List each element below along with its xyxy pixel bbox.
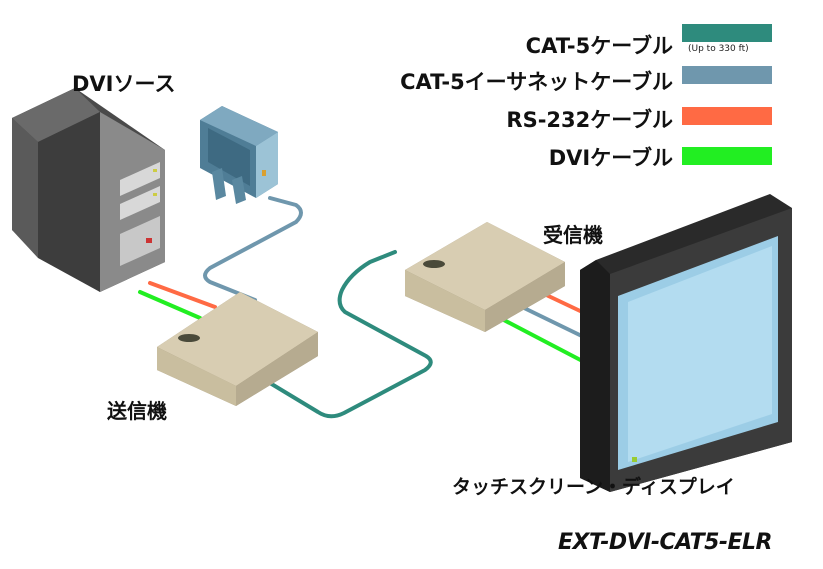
display-icon bbox=[580, 194, 792, 492]
receiver-label: 受信機 bbox=[543, 223, 603, 247]
transmitter-label: 送信機 bbox=[107, 399, 167, 423]
rs232-cable-pc bbox=[148, 281, 217, 309]
legend-swatch-dvi bbox=[682, 147, 772, 165]
cables bbox=[138, 196, 597, 419]
legend-swatch-rs232 bbox=[682, 107, 772, 125]
network-device-icon bbox=[200, 106, 278, 204]
legend-label-cat5: CAT-5ケーブル bbox=[525, 34, 673, 58]
pc-tower-icon bbox=[12, 88, 165, 292]
dvi-cable-pc bbox=[138, 290, 202, 320]
legend-label-rs232: RS-232ケーブル bbox=[506, 108, 673, 132]
cat5-cable bbox=[263, 250, 433, 419]
ethernet-cable-device bbox=[203, 196, 303, 302]
legend-note-cat5: (Up to 330 ft) bbox=[688, 44, 749, 54]
ethernet-cable-display bbox=[518, 304, 592, 342]
legend-swatch-cat5 bbox=[682, 24, 772, 42]
transmitter-box-icon bbox=[157, 292, 318, 406]
dvi-cable-display bbox=[498, 316, 592, 367]
source-label: DVIソース bbox=[72, 72, 176, 96]
receiver-box-icon bbox=[405, 222, 565, 332]
legend-swatch-ethernet bbox=[682, 66, 772, 84]
legend-label-ethernet: CAT-5イーサネットケーブル bbox=[400, 70, 673, 94]
display-label: タッチスクリーン・ディスプレイ bbox=[452, 476, 735, 498]
legend-label-dvi: DVIケーブル bbox=[548, 146, 673, 170]
model-number: EXT-DVI-CAT5-ELR bbox=[558, 530, 773, 555]
